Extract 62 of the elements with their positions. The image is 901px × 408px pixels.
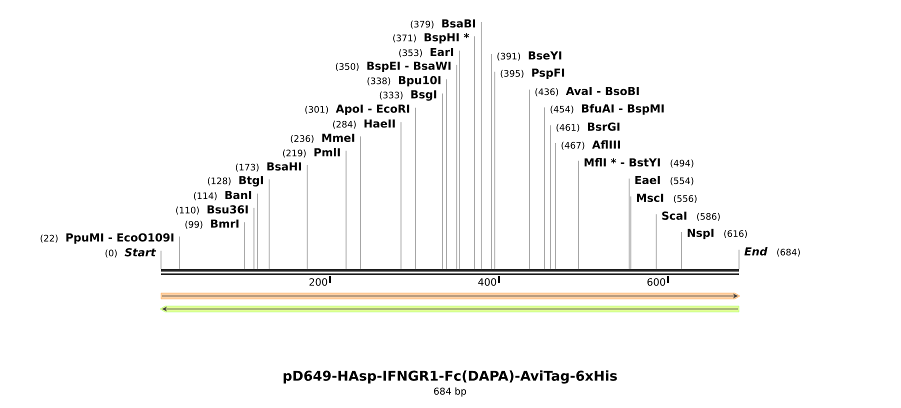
- site-label: (338) Bpu10I: [368, 76, 440, 86]
- leader-line: [442, 93, 443, 270]
- leader-line: [446, 78, 447, 270]
- site-label: MscI (556): [637, 194, 697, 204]
- leader-line: [456, 64, 458, 270]
- site-label: (284) HaeII: [333, 120, 395, 129]
- site-label: (236) MmeI: [290, 134, 354, 143]
- leader-line: [306, 164, 308, 270]
- site-label: (301) ApoI - EcoRI: [305, 104, 410, 115]
- title: pD649-HAsp-IFNGR1-Fc(DAPA)-AviTag-6xHis: [284, 370, 617, 384]
- ruler-label: 600: [647, 278, 666, 286]
- leader-line: [415, 107, 416, 270]
- caption: 684 bp: [434, 387, 466, 397]
- site-label: (333) BsgI: [380, 90, 436, 101]
- leader-line: [474, 36, 475, 270]
- site-label: (353) EarI: [399, 48, 454, 58]
- leader-line: [550, 124, 551, 270]
- leader-line: [179, 236, 180, 270]
- leader-line: [544, 107, 545, 270]
- site-label: (0) Start: [106, 248, 156, 258]
- site-label: (454) BfuAI - BspMI: [550, 104, 664, 115]
- site-label: (114) BanI: [194, 191, 252, 200]
- site-label: ScaI (586): [662, 212, 720, 221]
- site-label: (350) BspEI - BsaWI: [336, 62, 451, 72]
- site-label: (219) PmlI: [283, 148, 340, 158]
- site-label: (379) BsaBI: [410, 19, 476, 29]
- site-label: (436) AvaI - BsoBI: [535, 87, 639, 96]
- leader-line: [360, 136, 361, 270]
- leader-line: [628, 178, 630, 270]
- leader-line: [480, 22, 482, 270]
- leader-line: [656, 214, 657, 270]
- site-label: (99) BmrI: [185, 220, 238, 229]
- site-label: (22) PpuMI - EcoO109I: [40, 233, 174, 244]
- leader-line: [160, 250, 162, 270]
- leader-line: [630, 196, 632, 270]
- site-label: (461) BsrGI: [556, 122, 620, 132]
- leader-line: [494, 71, 496, 270]
- leader-line: [738, 249, 740, 270]
- leader-line: [244, 222, 246, 270]
- leader-line: [555, 142, 556, 270]
- ruler-label: 400: [478, 278, 496, 286]
- leader-line: [681, 232, 682, 270]
- site-label: (467) AflIII: [562, 140, 620, 150]
- leader-line: [256, 193, 258, 270]
- site-label: EaeI (554): [635, 176, 694, 186]
- site-label: End (684): [744, 247, 800, 257]
- site-label: MflI * - BstYI (494): [584, 158, 694, 168]
- leader-line: [268, 178, 270, 270]
- leader-line: [458, 50, 460, 270]
- leader-line: [491, 54, 492, 270]
- site-label: (395) PspFI: [500, 68, 564, 79]
- site-label: (128) BtgI: [208, 176, 263, 186]
- site-label: (371) BspHI *: [393, 33, 470, 44]
- leader-line: [400, 122, 402, 270]
- site-label: (110) Bsu36I: [176, 205, 248, 215]
- leader-line: [529, 89, 530, 270]
- leader-line: [578, 160, 579, 270]
- ruler-label: 200: [309, 278, 328, 286]
- sequence-backbone: [161, 269, 739, 275]
- site-label: (391) BseYI: [497, 51, 562, 61]
- site-label: NspI (616): [688, 228, 747, 240]
- site-label: (173) BsaHI: [236, 162, 301, 172]
